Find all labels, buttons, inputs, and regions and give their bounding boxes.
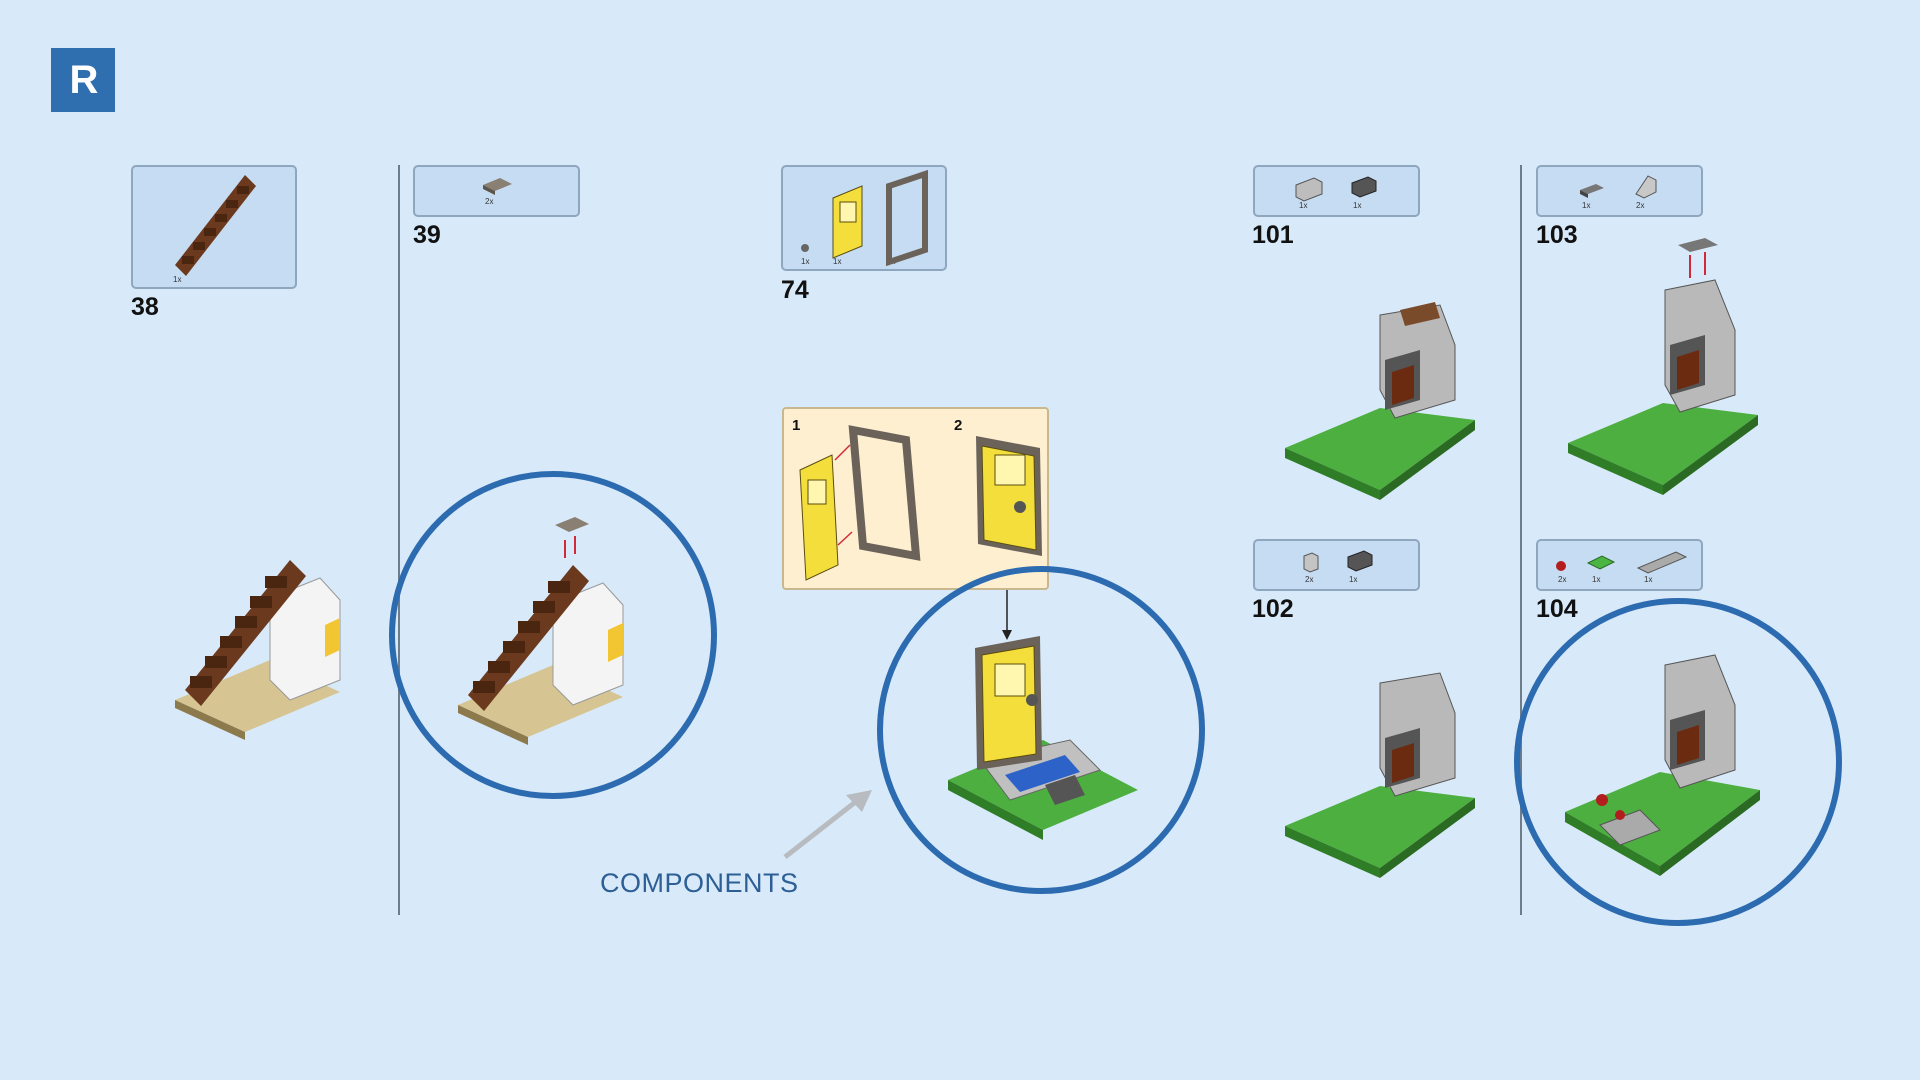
step-number-74: 74 [781, 276, 809, 304]
part-icon-staircase [175, 175, 256, 276]
part-qty: 1x [801, 257, 810, 266]
model-step-102 [1285, 672, 1475, 878]
part-icon-door [801, 169, 928, 267]
parts-box-step-39: 2x [413, 165, 580, 217]
step-number-102: 102 [1252, 595, 1294, 623]
part-qty: 2x [1558, 575, 1567, 584]
part-qty: 1x [1592, 575, 1601, 584]
step-number-104: 104 [1536, 595, 1578, 623]
highlight-circle-step-104 [1514, 598, 1842, 926]
step-number-39: 39 [413, 221, 441, 249]
sub-step-number-1: 1 [792, 417, 801, 434]
part-qty: 2x [1305, 575, 1314, 584]
part-qty: 1x [833, 257, 842, 266]
components-arrow [783, 790, 872, 859]
model-step-38 [175, 560, 341, 740]
part-qty: 1x [1582, 201, 1591, 210]
part-icon-bricks-102 [1303, 550, 1373, 573]
part-qty: 1x [1353, 201, 1362, 210]
part-qty: 1x [1299, 201, 1308, 210]
step-number-103: 103 [1536, 221, 1578, 249]
model-step-101 [1285, 302, 1475, 500]
parts-box-step-102: 2x 1x [1253, 539, 1420, 591]
highlight-circle-step-74 [877, 566, 1205, 894]
part-qty: 1x [1349, 575, 1358, 584]
logo: R [51, 48, 115, 112]
part-icon-bricks-101 [1295, 176, 1377, 202]
column-divider-2 [1520, 165, 1522, 915]
part-icon-bricks-103 [1580, 175, 1657, 199]
part-qty: 2x [485, 197, 494, 206]
model-step-103 [1568, 238, 1758, 495]
part-qty: 1x [1644, 575, 1653, 584]
logo-letter: R [69, 57, 99, 102]
step-number-38: 38 [131, 293, 159, 321]
parts-box-step-38: 1x [131, 165, 297, 289]
components-label: COMPONENTS [600, 868, 799, 898]
parts-box-step-101: 1x 1x [1253, 165, 1420, 217]
step-number-101: 101 [1252, 221, 1294, 249]
callout-door-assembly [799, 425, 1042, 581]
part-qty: 1x [173, 275, 182, 284]
sub-step-number-2: 2 [954, 417, 963, 434]
part-icon-bricks-104 [1556, 551, 1688, 574]
column-divider-1 [398, 165, 400, 915]
highlight-circle-step-39 [389, 471, 717, 799]
parts-box-step-103: 1x 2x [1536, 165, 1703, 217]
part-icon-tile [483, 178, 512, 195]
part-qty: 2x [1636, 201, 1645, 210]
